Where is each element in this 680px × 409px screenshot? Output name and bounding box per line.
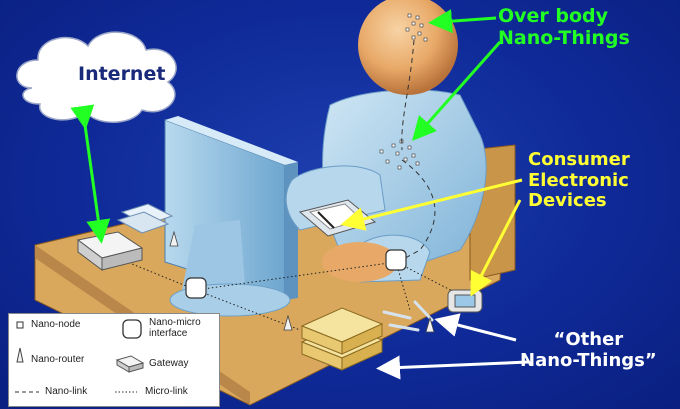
legend-interface-line1: Nano-micro [149, 317, 201, 328]
consumer-line2: Electronic [528, 169, 629, 191]
nano-links [397, 39, 436, 263]
over-body-nano-things-label: Over body Nano-Things [498, 5, 630, 50]
annotation-arrows [70, 9, 529, 380]
head-nano-nodes [405, 13, 428, 42]
consumer-line3: Devices [528, 190, 607, 212]
phone-device [447, 289, 483, 313]
pens [382, 300, 434, 332]
consumer-electronic-devices-label: Consumer Electronic Devices [528, 149, 630, 212]
legend-symbols [15, 319, 145, 393]
document-stack [116, 203, 174, 234]
internet-label: Internet [78, 63, 166, 85]
other-line1: “Other [553, 329, 624, 350]
book-stack [300, 307, 384, 371]
other-line2: Nano-Things” [520, 349, 657, 371]
nano-micro-interfaces [185, 249, 407, 299]
legend-interface-line2: interface [149, 328, 188, 339]
over-body-line2: Nano-Things [498, 26, 630, 49]
legend-gateway: Gateway [149, 358, 189, 369]
legend-nano-link: Nano-link [45, 386, 88, 397]
legend-micro-link: Micro-link [145, 386, 188, 397]
consumer-line1: Consumer [528, 149, 630, 170]
legend-nano-router-symbol [16, 347, 24, 363]
legend-nano-node-symbol [16, 321, 24, 329]
legend-nano-micro-interface: Nano-micro interface [149, 317, 201, 339]
other-nano-things-label: “Other Nano-Things” [520, 329, 657, 371]
legend-nano-node: Nano-node [31, 319, 81, 330]
legend-nano-router: Nano-router [31, 354, 85, 365]
internet-cloud [16, 31, 177, 123]
over-body-line1: Over body [498, 5, 609, 27]
legend-interface-symbol [122, 319, 142, 339]
legend: Nano-node Nano-micro interface Nano-rout… [8, 313, 220, 407]
nano-routers [169, 230, 435, 333]
